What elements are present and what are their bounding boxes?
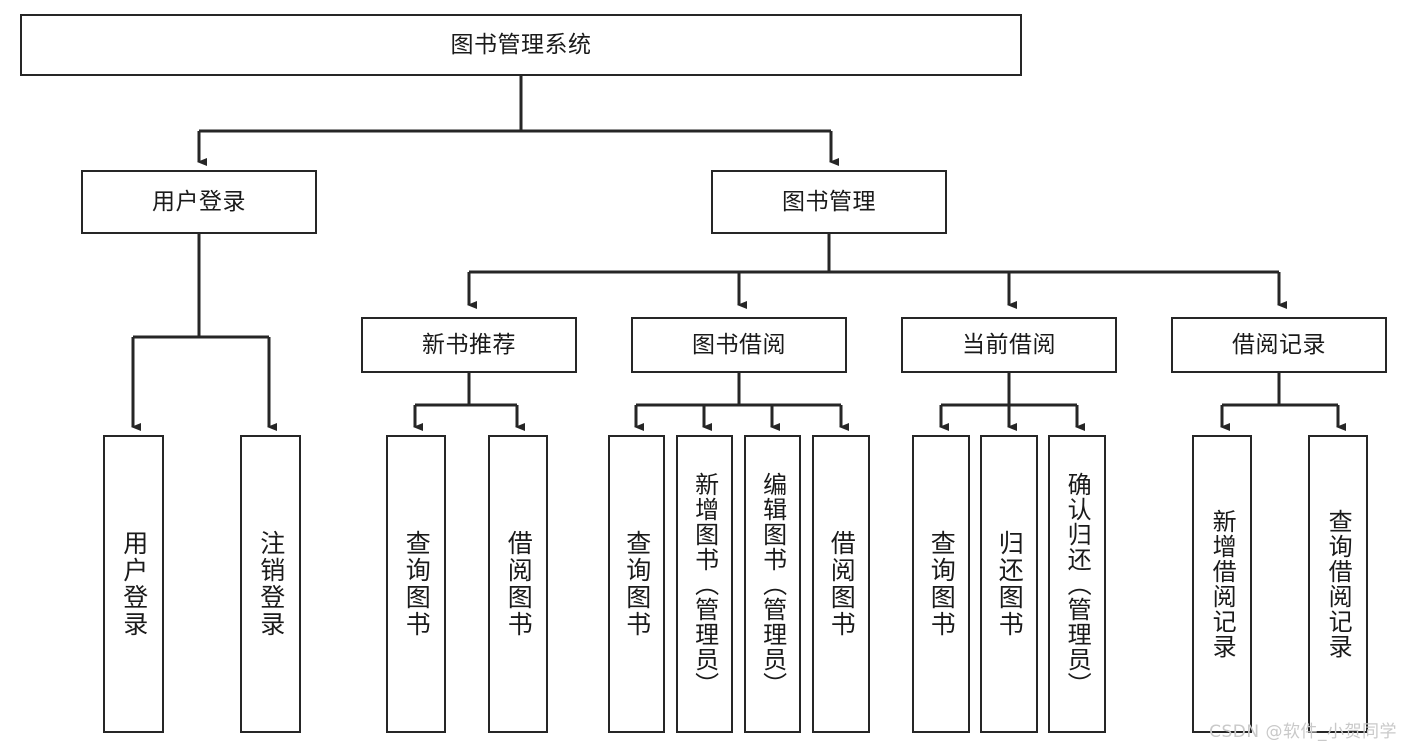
node-book-management-label: 图书管理 xyxy=(782,188,876,215)
node-leaf-new-book-query-label: 查询图书 xyxy=(402,530,432,638)
node-leaf-current-return[interactable]: 归还图书 xyxy=(980,435,1038,733)
node-leaf-current-confirm-return-label: 确认归还（管理员） xyxy=(1063,471,1092,697)
watermark-text: CSDN @软件_小贺同学 xyxy=(1209,722,1397,742)
node-leaf-new-book-borrow[interactable]: 借阅图书 xyxy=(488,435,548,733)
node-leaf-user-login-signout-label: 注销登录 xyxy=(256,530,286,638)
node-borrow-record-label: 借阅记录 xyxy=(1232,331,1326,358)
node-root-system[interactable]: 图书管理系统 xyxy=(20,14,1022,76)
node-leaf-record-add[interactable]: 新增借阅记录 xyxy=(1192,435,1252,733)
node-book-management[interactable]: 图书管理 xyxy=(711,170,947,234)
node-leaf-borrow-borrow-book-label: 借阅图书 xyxy=(827,530,857,638)
node-leaf-borrow-add-book-label: 新增图书（管理员） xyxy=(690,471,719,697)
node-leaf-borrow-query[interactable]: 查询图书 xyxy=(608,435,665,733)
node-leaf-current-confirm-return[interactable]: 确认归还（管理员） xyxy=(1048,435,1106,733)
node-leaf-record-add-label: 新增借阅记录 xyxy=(1208,509,1237,659)
node-leaf-user-login-signout[interactable]: 注销登录 xyxy=(240,435,301,733)
node-new-book-recommend-label: 新书推荐 xyxy=(422,331,516,358)
node-leaf-borrow-borrow-book[interactable]: 借阅图书 xyxy=(812,435,870,733)
node-leaf-new-book-borrow-label: 借阅图书 xyxy=(504,530,534,638)
node-leaf-borrow-edit-book-label: 编辑图书（管理员） xyxy=(758,471,787,697)
node-leaf-new-book-query[interactable]: 查询图书 xyxy=(386,435,446,733)
node-leaf-record-query[interactable]: 查询借阅记录 xyxy=(1308,435,1368,733)
node-leaf-record-query-label: 查询借阅记录 xyxy=(1324,509,1353,659)
node-book-borrow[interactable]: 图书借阅 xyxy=(631,317,847,373)
node-leaf-user-login-signin-label: 用户登录 xyxy=(119,530,149,638)
node-borrow-record[interactable]: 借阅记录 xyxy=(1171,317,1387,373)
node-leaf-borrow-add-book[interactable]: 新增图书（管理员） xyxy=(676,435,733,733)
node-new-book-recommend[interactable]: 新书推荐 xyxy=(361,317,577,373)
node-current-borrow-label: 当前借阅 xyxy=(962,331,1056,358)
node-leaf-current-return-label: 归还图书 xyxy=(995,530,1025,638)
node-user-login-label: 用户登录 xyxy=(152,188,246,215)
node-leaf-borrow-edit-book[interactable]: 编辑图书（管理员） xyxy=(744,435,801,733)
node-leaf-user-login-signin[interactable]: 用户登录 xyxy=(103,435,164,733)
node-leaf-current-query[interactable]: 查询图书 xyxy=(912,435,970,733)
node-user-login[interactable]: 用户登录 xyxy=(81,170,317,234)
node-current-borrow[interactable]: 当前借阅 xyxy=(901,317,1117,373)
node-leaf-current-query-label: 查询图书 xyxy=(927,530,957,638)
node-book-borrow-label: 图书借阅 xyxy=(692,331,786,358)
node-root-system-label: 图书管理系统 xyxy=(450,31,592,58)
node-leaf-borrow-query-label: 查询图书 xyxy=(622,530,652,638)
